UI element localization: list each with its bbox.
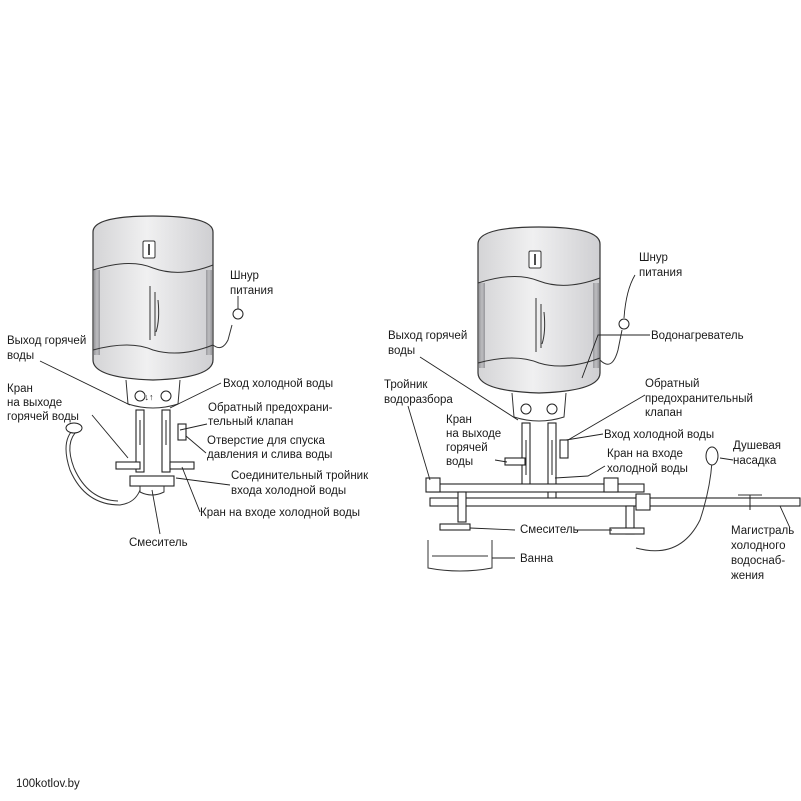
label-cold-water-inlet: Вход холодной воды (223, 378, 333, 390)
left-water-heater: ↓↑ (92, 215, 214, 409)
label-hot-water-outlet: Выход горячей воды (7, 335, 89, 362)
left-leader-lines (39, 296, 239, 535)
label-water-heater: Водонагреватель (651, 330, 744, 342)
svg-text:↓↑: ↓↑ (145, 392, 154, 402)
label-cold-inlet-tap-right: Кран на входе холодной воды (607, 448, 688, 475)
right-labels: Шнур питания Водонагреватель Выход горяч… (384, 252, 797, 582)
label-safety-valve: Обратный предохрани- тельный клапан (208, 402, 336, 428)
label-connecting-tee: Соединительный тройник входа холодной во… (231, 470, 371, 497)
label-power-cord-right: Шнур питания (639, 252, 682, 279)
right-pipes (425, 318, 801, 572)
label-mixer-right: Смеситель (520, 524, 579, 536)
right-leader-lines (407, 274, 791, 559)
label-cold-inlet-tap: Кран на входе холодной воды (200, 507, 360, 519)
right-water-heater (477, 226, 601, 422)
left-pipes (65, 308, 244, 506)
label-power-cord: Шнур питания (230, 270, 273, 297)
label-mixer: Смеситель (129, 537, 188, 549)
label-tee-right: Тройник водоразбора (384, 379, 453, 406)
label-hot-outlet-tap: Кран на выходе горячей воды (7, 383, 79, 423)
label-hot-outlet-tap-right: Кран на выходе горячей воды (446, 414, 504, 468)
label-hot-water-outlet-right: Выход горячей воды (388, 330, 470, 357)
left-diagram: ↓↑ Шнур питания Выход горячей (7, 215, 371, 549)
label-cold-water-inlet-right: Вход холодной воды (604, 429, 714, 441)
watermark-text: 100kotlov.by (16, 778, 80, 790)
label-shower-head: Душевая насадка (733, 440, 784, 467)
label-safety-valve-right: Обратный предохранительный клапан (645, 378, 756, 419)
label-main-water-supply: Магистраль холодного водоснаб- жения (731, 525, 797, 582)
left-labels: Шнур питания Выход горячей воды Кран на … (7, 270, 371, 549)
label-bath: Ванна (520, 553, 554, 565)
label-drain-hole: Отверстие для спуска давления и слива во… (207, 435, 332, 461)
right-diagram: Шнур питания Водонагреватель Выход горяч… (384, 226, 801, 582)
